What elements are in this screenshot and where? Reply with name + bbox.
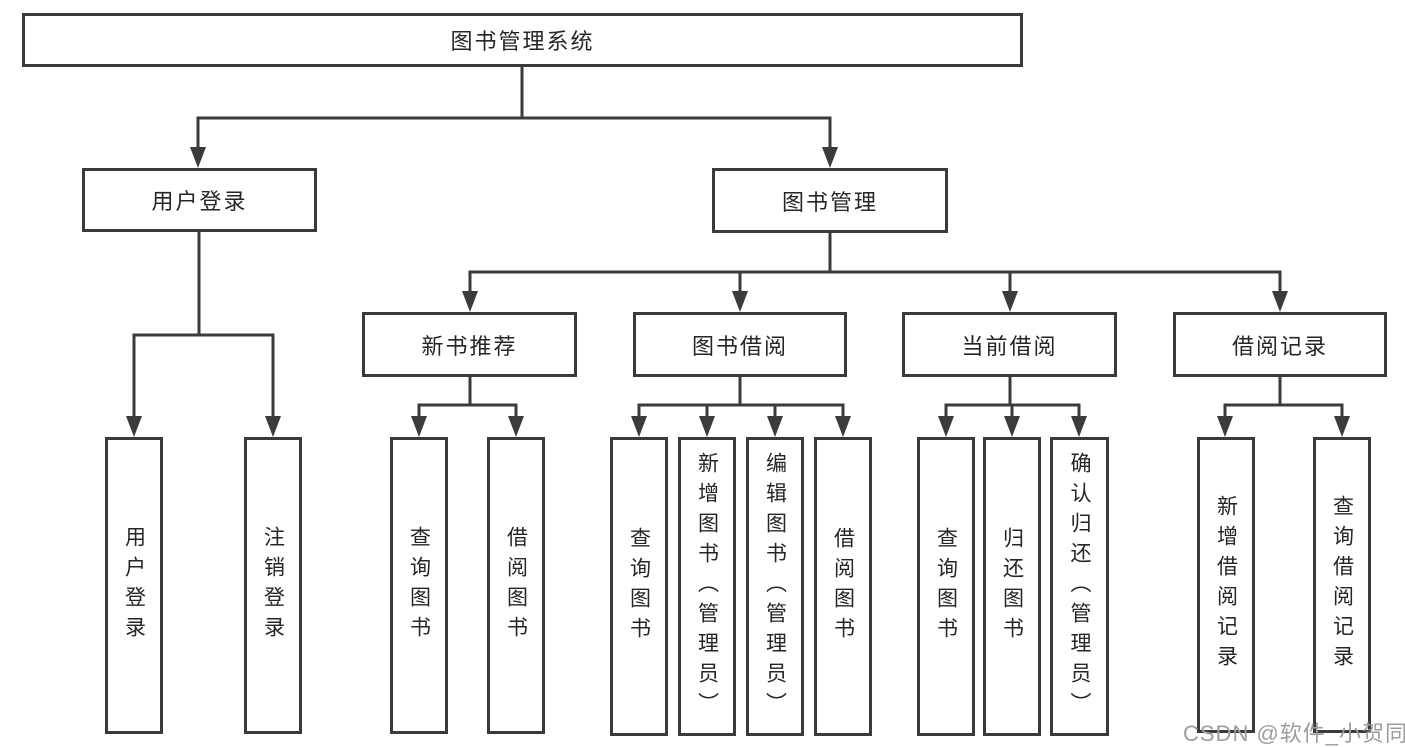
node-leaf-query-books-borrow-label: 查询图书 bbox=[627, 526, 651, 647]
node-leaf-borrow-books-label: 借阅图书 bbox=[831, 526, 855, 647]
node-leaf-add-book-admin: 新增图书（管理员） bbox=[678, 437, 736, 736]
node-leaf-query-books-current: 查询图书 bbox=[917, 437, 975, 736]
node-leaf-add-borrow-record-label: 新增借阅记录 bbox=[1214, 495, 1238, 675]
node-leaf-query-borrow-record-label: 查询借阅记录 bbox=[1330, 495, 1354, 675]
connector-user-login-to-leaves bbox=[126, 230, 281, 437]
node-leaf-query-books-recommend: 查询图书 bbox=[390, 437, 448, 734]
node-leaf-borrow-books-recommend-label: 借阅图书 bbox=[504, 525, 528, 646]
node-leaf-confirm-return-admin: 确认归还（管理员） bbox=[1050, 437, 1109, 736]
node-leaf-borrow-books: 借阅图书 bbox=[814, 437, 872, 736]
connector-book-borrow-to-leaves bbox=[631, 375, 851, 437]
node-leaf-confirm-return-admin-label: 确认归还（管理员） bbox=[1068, 451, 1091, 722]
node-leaf-return-book: 归还图书 bbox=[983, 437, 1041, 736]
node-leaf-user-login-label: 用户登录 bbox=[122, 525, 146, 646]
node-root: 图书管理系统 bbox=[22, 13, 1023, 67]
node-leaf-edit-book-admin-label: 编辑图书（管理员） bbox=[763, 451, 787, 722]
connector-borrow-record-to-leaves bbox=[1217, 375, 1350, 437]
node-leaf-add-book-admin-label: 新增图书（管理员） bbox=[695, 451, 719, 722]
node-leaf-user-login: 用户登录 bbox=[105, 437, 163, 734]
node-user-login: 用户登录 bbox=[82, 168, 317, 232]
node-borrow-record-label: 借阅记录 bbox=[1231, 333, 1328, 359]
node-leaf-add-borrow-record: 新增借阅记录 bbox=[1197, 437, 1255, 733]
node-current-borrow-label: 当前借阅 bbox=[961, 333, 1058, 359]
node-leaf-query-books-current-label: 查询图书 bbox=[934, 526, 958, 647]
node-current-borrow: 当前借阅 bbox=[902, 312, 1117, 377]
node-leaf-query-borrow-record: 查询借阅记录 bbox=[1313, 437, 1371, 733]
node-new-book-recommend-label: 新书推荐 bbox=[421, 333, 518, 359]
node-leaf-query-books-borrow: 查询图书 bbox=[610, 437, 668, 736]
node-borrow-record: 借阅记录 bbox=[1173, 312, 1387, 377]
node-leaf-return-book-label: 归还图书 bbox=[1000, 526, 1024, 647]
node-leaf-borrow-books-recommend: 借阅图书 bbox=[487, 437, 545, 734]
node-user-login-label: 用户登录 bbox=[151, 189, 248, 214]
node-root-label: 图书管理系统 bbox=[450, 29, 595, 54]
node-leaf-logout-label: 注销登录 bbox=[261, 525, 285, 646]
node-book-management-label: 图书管理 bbox=[781, 189, 878, 215]
node-leaf-edit-book-admin: 编辑图书（管理员） bbox=[746, 437, 804, 736]
connector-root-to-level2 bbox=[190, 65, 838, 168]
node-new-book-recommend: 新书推荐 bbox=[362, 312, 577, 377]
node-leaf-logout: 注销登录 bbox=[244, 437, 302, 734]
node-book-borrow: 图书借阅 bbox=[633, 312, 847, 377]
connector-current-borrow-to-leaves bbox=[938, 375, 1087, 437]
connector-book-management-to-level3 bbox=[462, 231, 1288, 312]
node-book-management: 图书管理 bbox=[712, 168, 948, 233]
connector-new-book-to-leaves bbox=[411, 375, 524, 437]
node-book-borrow-label: 图书借阅 bbox=[691, 333, 788, 359]
node-leaf-query-books-recommend-label: 查询图书 bbox=[407, 525, 431, 646]
watermark: CSDN @软件_小贺同学 bbox=[1183, 721, 1405, 746]
